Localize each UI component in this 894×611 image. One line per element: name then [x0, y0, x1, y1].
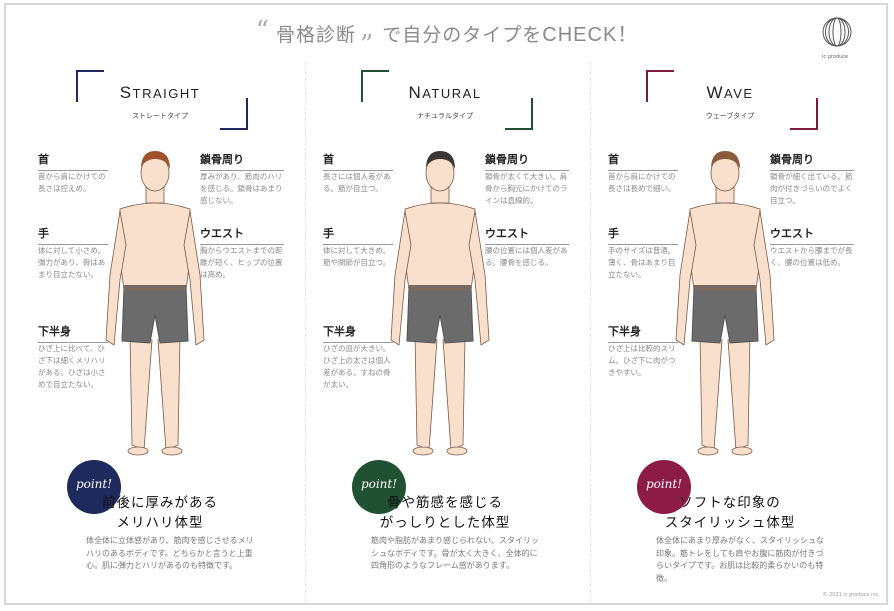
page-title: “骨格診断” で自分のタイプをCHECK！: [0, 16, 894, 60]
type-name-rest: ATURAL: [422, 86, 482, 101]
type-name-en: STRAIGHT: [100, 83, 220, 103]
heading-line-1: 骨や筋感を感じる: [387, 495, 503, 511]
desc-neck: 長さには個人差がある。筋が目立つ。: [323, 172, 391, 193]
label-hand: 手: [38, 225, 108, 245]
heading-line-2: メリハリ体型: [116, 515, 204, 531]
type-heading: 前後に厚みがあるメリハリ体型: [60, 493, 260, 533]
desc-hand: 体に対して大きめ。筋や関節が目立つ。: [323, 246, 391, 267]
bracket-bottom-right: [505, 98, 533, 130]
bracket-top-left: [76, 70, 104, 102]
logo-text: ic produce: [822, 54, 849, 60]
type-name-initial: N: [408, 83, 423, 102]
column-wave: WAVE ウェーブタイプ首首から肩にかけての長さは長めで細い。 鎖骨周り鎖骨が細く出…: [570, 0, 870, 611]
bracket-top-left: [361, 70, 389, 102]
label-collar: 鎖骨周り: [770, 151, 854, 171]
type-name-en: NATURAL: [385, 83, 505, 103]
open-quote-icon: “: [255, 16, 270, 46]
heading-line-1: 前後に厚みがある: [102, 495, 218, 511]
desc-waist: 胸からウエストまでの距離が短く、ヒップの位置は高め。: [200, 246, 283, 279]
body-figure: [385, 145, 495, 463]
logo-globe-icon: [822, 17, 852, 47]
type-description: 体全体に立体感があり、筋肉を感じさせるメリハリのあるボディです。どちらかと言うと…: [86, 536, 254, 570]
type-heading: 骨や筋感を感じるがっしりとした体型: [345, 493, 545, 533]
label-neck: 首: [323, 151, 393, 171]
label-lower: 下半身: [608, 323, 678, 343]
desc-hand: 体に対して小さめ。弾力があり、骨はあまり目立たない。: [38, 246, 106, 279]
desc-hand: 手のサイズは普通。薄く、骨はあまり目立たない。: [608, 246, 676, 279]
title-main: 骨格診断: [275, 24, 356, 46]
figure-illustration: [105, 151, 205, 456]
desc-collar: 鎖骨が細く出ている。筋肉が付きづらいのでよく目立つ。: [770, 172, 853, 205]
bracket-bottom-right: [790, 98, 818, 130]
label-collar: 鎖骨周り: [200, 151, 284, 171]
desc-collar: 厚みがあり、筋肉のハリを感じる。鎖骨はあまり感じない。: [200, 172, 283, 205]
label-hand: 手: [323, 225, 393, 245]
heading-line-1: ソフトな印象の: [679, 495, 781, 511]
title-rest: で自分のタイプを: [382, 24, 543, 46]
heading-line-2: スタイリッシュ体型: [664, 515, 796, 531]
label-waist: ウエスト: [485, 225, 569, 245]
column-divider: [305, 62, 306, 602]
desc-lower: ひざ上に比べて、ひざ下は細くメリハリがある。ひざは小さめで目立たない。: [38, 344, 106, 389]
figure-illustration: [675, 151, 775, 456]
point-badge: point!: [637, 460, 691, 514]
desc-waist: 腰の位置には個人差がある。腰骨を感じる。: [485, 246, 568, 267]
page-frame: [4, 3, 888, 605]
label-neck: 首: [608, 151, 678, 171]
logo: ic produce: [822, 17, 852, 60]
title-check: CHECK！: [542, 24, 639, 46]
label-collar: 鎖骨周り: [485, 151, 569, 171]
type-name-initial: W: [706, 83, 724, 102]
type-heading: ソフトな印象のスタイリッシュ体型: [630, 493, 830, 533]
body-figure: [670, 145, 780, 463]
bracket-bottom-right: [220, 98, 248, 130]
label-waist: ウエスト: [200, 225, 284, 245]
type-name-ja: ナチュラルタイプ: [417, 112, 473, 120]
close-quote-icon: ”: [359, 30, 375, 60]
desc-neck: 首から肩にかけての長さは長めで細い。: [608, 172, 676, 193]
label-waist: ウエスト: [770, 225, 854, 245]
desc-lower: ひざ上は比較的スリム。ひざ下に肉がつきやすい。: [608, 344, 676, 377]
type-name-rest: TRAIGHT: [132, 86, 201, 101]
type-description: 体全体にあまり厚みがなく、スタイリッシュな印象。筋トレをしても肩やお腹に筋肉が付…: [656, 536, 824, 583]
desc-neck: 首から肩にかけての長さは控えめ。: [38, 172, 106, 193]
copyright: © 2021 ic produce inc.: [822, 592, 880, 598]
column-divider: [590, 62, 591, 602]
desc-lower: ひざの皿が大きい。ひざ上の太さは個人差がある。すねの骨が太い。: [323, 344, 391, 389]
type-name-en: WAVE: [670, 83, 790, 103]
heading-line-2: がっしりとした体型: [379, 515, 511, 531]
type-name-initial: S: [119, 83, 133, 102]
type-description: 筋肉や脂肪があまり感じられない、スタイリッシュなボディです。骨が太く大きく、全体…: [371, 536, 539, 570]
figure-illustration: [390, 151, 490, 456]
desc-collar: 鎖骨が太くて大きい。肩骨から胸元にかけてのラインは直線的。: [485, 172, 568, 205]
label-neck: 首: [38, 151, 108, 171]
type-name-ja: ウェーブタイプ: [705, 112, 755, 120]
desc-waist: ウエストから腰までが長く、腰の位置は低め。: [770, 246, 853, 267]
bracket-top-left: [646, 70, 674, 102]
column-natural: NATURAL ナチュラルタイプ首長さには個人差がある。筋が目立つ。 鎖骨周り鎖骨が…: [285, 0, 585, 611]
label-hand: 手: [608, 225, 678, 245]
type-name-ja: ストレートタイプ: [132, 112, 188, 120]
body-figure: [100, 145, 210, 463]
point-badge: point!: [352, 460, 406, 514]
point-badge: point!: [67, 460, 121, 514]
column-straight: STRAIGHT ストレートタイプ首首から肩にかけての長さは控えめ。 鎖骨周り厚みが…: [0, 0, 300, 611]
type-name-rest: AVE: [723, 86, 754, 101]
label-lower: 下半身: [323, 323, 393, 343]
label-lower: 下半身: [38, 323, 108, 343]
